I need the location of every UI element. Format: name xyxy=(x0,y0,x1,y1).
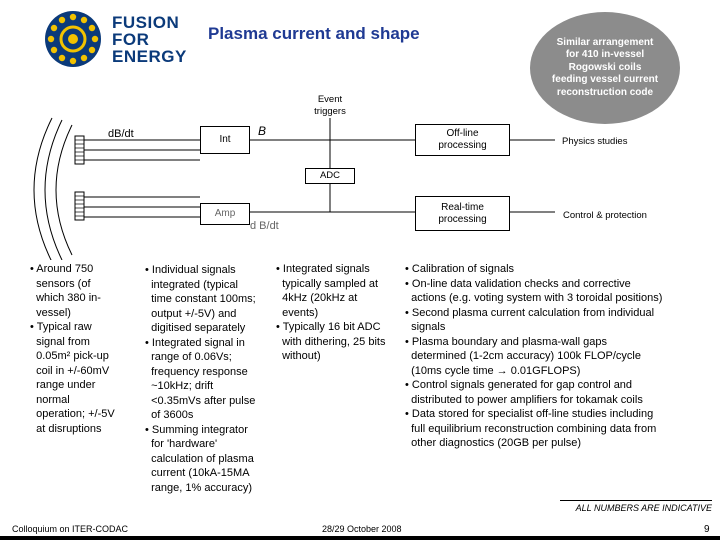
realtime-line-2: processing xyxy=(438,213,487,225)
text-line: 4kHz (20kHz at xyxy=(276,292,358,304)
text-line: operation; +/-5V xyxy=(30,408,115,420)
text-line: which 380 in- xyxy=(30,292,101,304)
dbdt-bottom-label: d B/dt xyxy=(250,220,279,232)
text-line: • Around 750 xyxy=(30,263,94,275)
text-line: current (10kA-15MA xyxy=(145,467,250,479)
text-line: digitised separately xyxy=(145,322,246,334)
text-line: with dithering, 25 bits xyxy=(276,335,386,348)
realtime-line-1: Real-time xyxy=(441,201,484,213)
text-line: range of 0.06Vs; xyxy=(145,351,232,363)
text-line: for 'hardware' xyxy=(145,438,218,450)
event-triggers-label: Event triggers xyxy=(300,94,360,118)
text-line: without) xyxy=(276,350,321,362)
text-line: time constant 100ms; xyxy=(145,293,256,305)
b-label: B xyxy=(258,124,267,138)
dbdt-left-label: dB/dt xyxy=(108,128,134,140)
control-protection-label: Control & protection xyxy=(563,210,647,221)
text-line: (10ms cycle time → 0.01GFLOPS) xyxy=(405,364,581,377)
text-line: <0.35mVs after pulse xyxy=(145,394,256,407)
footer-bar xyxy=(0,536,720,540)
text-line: coil in +/-60mV xyxy=(30,364,110,377)
text-line: calculation of plasma xyxy=(145,452,254,465)
text-line: full equilibrium reconstruction combinin… xyxy=(405,422,657,435)
integration-text-column: • Individual signals integrated (typical… xyxy=(145,263,256,495)
text-line: ~10kHz; drift xyxy=(145,380,214,392)
adc-box: ADC xyxy=(305,168,355,184)
adc-text-column: • Integrated signals typically sampled a… xyxy=(276,262,385,364)
logo: FUSION FOR ENERGY xyxy=(40,8,186,70)
event-triggers-line-2: triggers xyxy=(314,106,346,117)
text-line: • Calibration of signals xyxy=(405,263,515,275)
text-line: frequency response xyxy=(145,365,248,378)
text-line: range, 1% accuracy) xyxy=(145,481,252,494)
amp-box: Amp xyxy=(200,203,250,225)
footer-left: Colloquium on ITER-CODAC xyxy=(12,524,129,534)
processing-text-column: • Calibration of signals • On-line data v… xyxy=(405,262,662,451)
text-line: of 3600s xyxy=(145,409,194,421)
text-line: • Plasma boundary and plasma-wall gaps xyxy=(405,335,607,348)
text-line: • Typical raw xyxy=(30,321,92,333)
text-line: • Individual signals xyxy=(145,264,236,276)
callout-text: Similar arrangement for 410 in-vessel Ro… xyxy=(551,36,659,98)
offline-line-1: Off-line xyxy=(446,128,479,139)
text-line: integrated (typical xyxy=(145,278,238,291)
text-line: at disruptions xyxy=(30,422,102,435)
text-line: output +/-5V) and xyxy=(145,307,237,320)
physics-studies-label: Physics studies xyxy=(562,136,628,147)
text-line: determined (1-2cm accuracy) 100k FLOP/cy… xyxy=(405,350,641,362)
text-line: vessel) xyxy=(30,306,71,319)
text-line: range under xyxy=(30,379,96,391)
logo-line-2: FOR xyxy=(112,30,150,49)
text-line: other diagnostics (20GB per pulse) xyxy=(405,437,582,449)
text-line: 0.05m² pick-up xyxy=(30,350,109,362)
event-triggers-line-1: Event xyxy=(317,94,343,105)
logo-line-1: FUSION xyxy=(112,13,180,32)
amp-label: Amp xyxy=(214,208,236,219)
adc-label: ADC xyxy=(319,170,341,181)
int-box: Int xyxy=(200,126,250,154)
indicative-note-text: ALL NUMBERS ARE INDICATIVE xyxy=(575,503,712,513)
text-line: sensors (of xyxy=(30,277,91,290)
text-line: normal xyxy=(30,393,70,406)
sensors-text-column: • Around 750 sensors (of which 380 in- v… xyxy=(30,262,115,436)
realtime-processing-box: Real-time processing xyxy=(415,196,510,231)
text-line: distributed to power amplifiers for toka… xyxy=(405,393,643,406)
text-line: • On-line data validation checks and cor… xyxy=(405,277,631,290)
text-line: • Second plasma current calculation from… xyxy=(405,306,655,319)
text-line: • Integrated signal in xyxy=(145,336,245,349)
signal-flow-lines xyxy=(33,117,555,260)
int-label: Int xyxy=(219,134,231,145)
text-line: typically sampled at xyxy=(276,277,379,290)
text-line: • Control signals generated for gap cont… xyxy=(405,379,633,391)
text-line: • Typically 16 bit ADC xyxy=(276,321,381,333)
offline-processing-box: Off-line processing xyxy=(415,124,510,156)
fusion-star-icon xyxy=(45,11,101,67)
offline-line-2: processing xyxy=(438,140,487,151)
logo-line-3: ENERGY xyxy=(112,47,187,66)
text-line: • Data stored for specialist off-line st… xyxy=(405,408,654,420)
text-line: signal from xyxy=(30,335,90,348)
callout-bubble: Similar arrangement for 410 in-vessel Ro… xyxy=(530,12,680,124)
footer-date: 28/29 October 2008 xyxy=(322,524,402,534)
text-line: events) xyxy=(276,306,319,319)
page-title: Plasma current and shape xyxy=(208,24,420,43)
text-line: • Summing integrator xyxy=(145,423,248,436)
text-line: actions (e.g. voting system with 3 toroi… xyxy=(405,292,663,304)
text-line: • Integrated signals xyxy=(276,263,370,275)
text-line: signals xyxy=(405,321,446,333)
indicative-note: ALL NUMBERS ARE INDICATIVE xyxy=(560,500,712,513)
page-number: 9 xyxy=(704,524,710,535)
